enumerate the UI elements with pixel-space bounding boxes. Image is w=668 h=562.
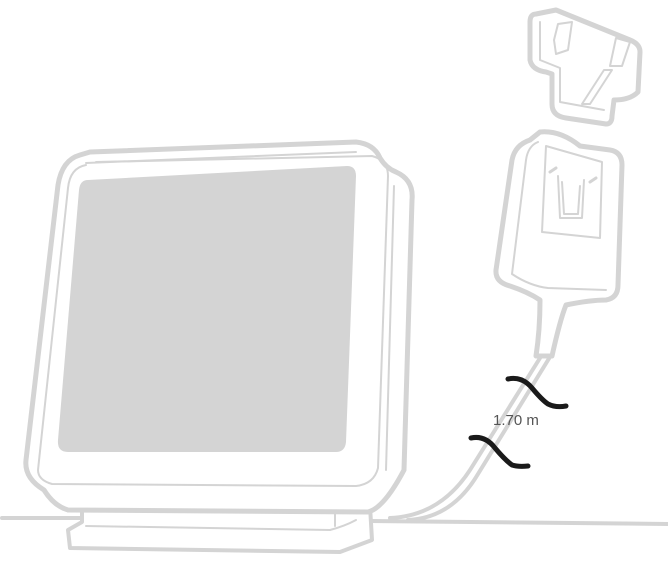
display [23,139,415,515]
power-adapter [493,129,625,359]
cable-length-label: 1.70 m [493,412,539,429]
floor-line [0,516,668,526]
cable-break-marks [468,375,569,469]
plug-clip [527,7,643,127]
stand-base [66,504,374,554]
cable [388,348,555,522]
